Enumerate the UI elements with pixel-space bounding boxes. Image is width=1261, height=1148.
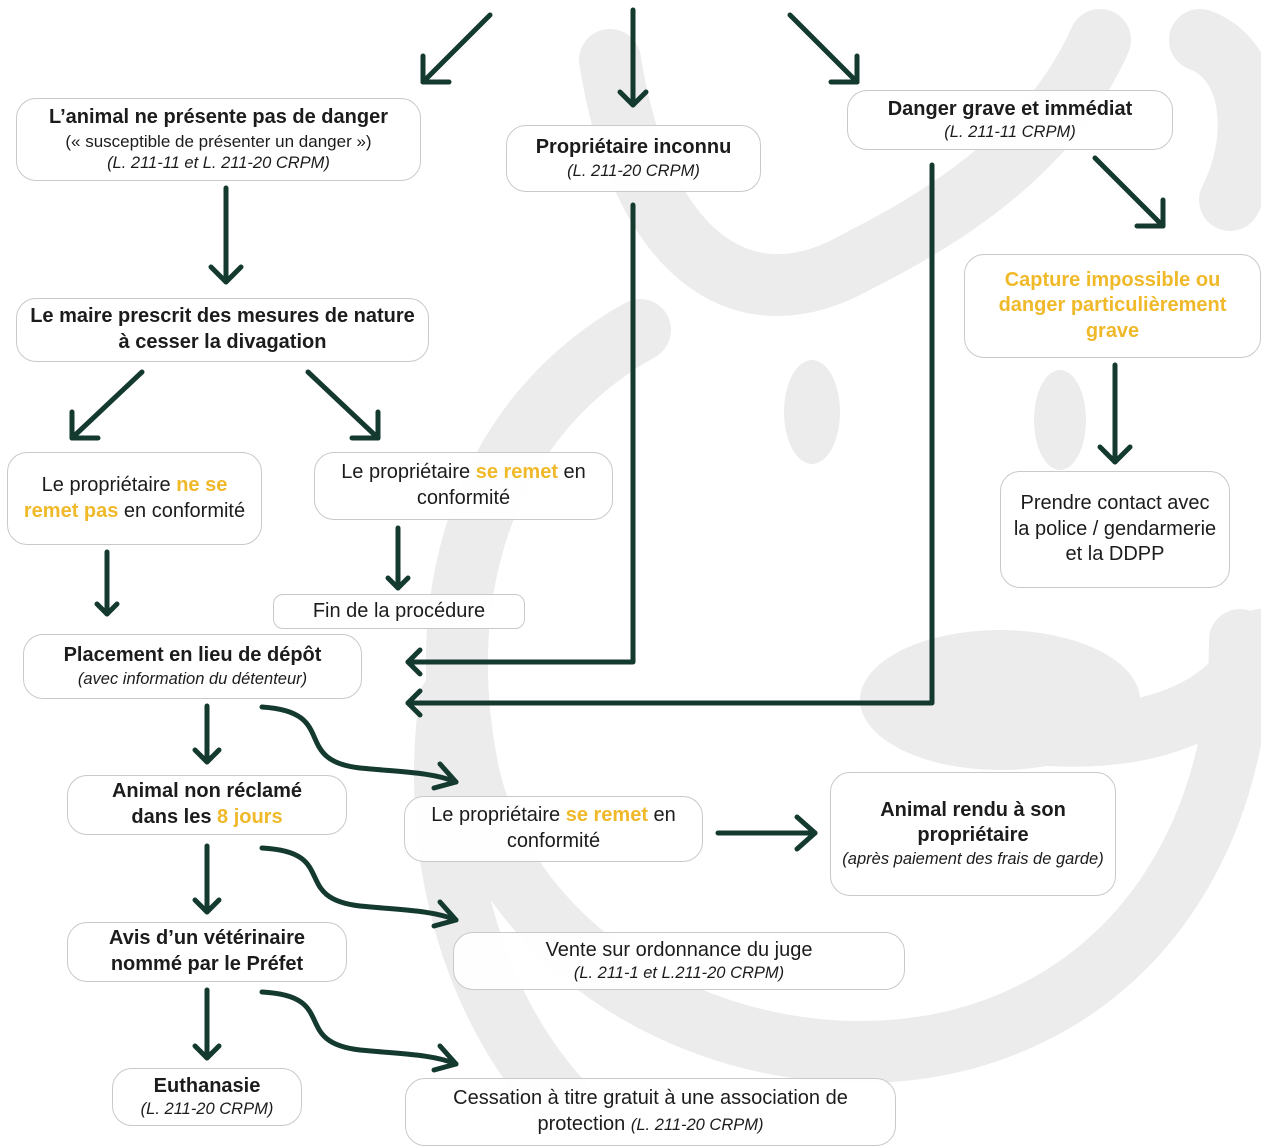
end-procedure-box: Fin de la procédure bbox=[273, 594, 525, 629]
contact-police-box: Prendre contact avec la police / gendarm… bbox=[1000, 471, 1230, 588]
grave-danger-title: Danger grave et immédiat bbox=[887, 97, 1133, 120]
vet-opinion-box: Avis d’un vétérinaire nommé par le Préfe… bbox=[67, 922, 347, 982]
owner-unknown-ref: (L. 211-20 CRPM) bbox=[567, 161, 700, 180]
euthanasia-box: Euthanasie (L. 211-20 CRPM) bbox=[112, 1068, 302, 1126]
owner-comply-box: Le propriétaire se remet en conformité bbox=[314, 452, 613, 520]
animal-returned-ref: (après paiement des frais de garde) bbox=[842, 850, 1104, 869]
owner-unknown-box: Propriétaire inconnu (L. 211-20 CRPM) bbox=[506, 125, 761, 192]
capture-impossible-title: Capture impossible ou danger particulièr… bbox=[998, 268, 1227, 342]
cession-text: Cessation à titre gratuit à une associat… bbox=[416, 1086, 885, 1137]
animal-returned-title: Animal rendu à son propriétaire bbox=[880, 798, 1066, 847]
owner-comply-pre: Le propriétaire bbox=[341, 461, 476, 484]
animal-returned-box: Animal rendu à son propriétaire (après p… bbox=[830, 772, 1116, 896]
no-danger-title: L’animal ne présente pas de danger bbox=[48, 106, 388, 129]
sale-ref: (L. 211-1 et L.211-20 CRPM) bbox=[573, 964, 785, 983]
cession-main: Cessation à titre gratuit à une associat… bbox=[453, 1087, 848, 1135]
owner-comply-highlight: se remet bbox=[475, 461, 558, 484]
cession-ref: (L. 211-20 CRPM) bbox=[630, 1116, 764, 1134]
placement-ref: (avec information du détenteur) bbox=[77, 669, 308, 688]
owner-not-comply-text: Le propriétaire ne se remet pas en confo… bbox=[18, 473, 251, 524]
owner-comply-2-highlight: se remet bbox=[565, 804, 648, 827]
no-danger-box: L’animal ne présente pas de danger (« su… bbox=[16, 98, 421, 181]
owner-comply-2-box: Le propriétaire se remet en conformité bbox=[404, 796, 703, 862]
grave-danger-box: Danger grave et immédiat (L. 211-11 CRPM… bbox=[847, 90, 1173, 150]
owner-comply-text: Le propriétaire se remet en conformité bbox=[325, 460, 602, 511]
euthanasia-title: Euthanasie bbox=[153, 1074, 261, 1097]
owner-not-comply-highlight: ne se remet pas bbox=[23, 473, 228, 522]
sale-box: Vente sur ordonnance du juge (L. 211-1 e… bbox=[453, 932, 905, 990]
unclaimed-mid: dans les bbox=[131, 806, 218, 828]
owner-comply-2-text: Le propriétaire se remet en conformité bbox=[415, 803, 692, 854]
cession-box: Cessation à titre gratuit à une associat… bbox=[405, 1078, 896, 1146]
sale-text: Vente sur ordonnance du juge bbox=[545, 938, 813, 961]
vet-opinion-title: Avis d’un vétérinaire nommé par le Préfe… bbox=[109, 927, 305, 975]
owner-not-comply-box: Le propriétaire ne se remet pas en confo… bbox=[7, 452, 262, 545]
unclaimed-box: Animal non réclamé dans les 8 jours bbox=[67, 775, 347, 835]
unclaimed-line2: dans les 8 jours bbox=[131, 805, 282, 831]
owner-not-comply-post: en conformité bbox=[118, 499, 246, 522]
owner-unknown-title: Propriétaire inconnu bbox=[535, 136, 732, 159]
placement-box: Placement en lieu de dépôt (avec informa… bbox=[23, 634, 362, 699]
contact-police-text: Prendre contact avec la police / gendarm… bbox=[1013, 492, 1217, 566]
mayor-measures-box: Le maire prescrit des mesures de nature … bbox=[16, 298, 429, 362]
unclaimed-line1: Animal non réclamé bbox=[111, 780, 303, 803]
owner-comply-post: en conformité bbox=[416, 461, 586, 509]
euthanasia-ref: (L. 211-20 CRPM) bbox=[140, 1100, 274, 1119]
no-danger-subtitle: (« susceptible de présenter un danger ») bbox=[65, 131, 372, 151]
owner-not-comply-pre: Le propriétaire bbox=[41, 473, 177, 496]
owner-comply-2-post: en conformité bbox=[506, 804, 676, 852]
capture-impossible-box: Capture impossible ou danger particulièr… bbox=[964, 254, 1261, 358]
no-danger-ref: (L. 211-11 et L. 211-20 CRPM) bbox=[107, 153, 330, 172]
unclaimed-highlight: 8 jours bbox=[217, 806, 283, 828]
placement-title: Placement en lieu de dépôt bbox=[63, 644, 322, 667]
owner-comply-2-pre: Le propriétaire bbox=[431, 804, 566, 827]
mayor-measures-title: Le maire prescrit des mesures de nature … bbox=[30, 305, 415, 353]
grave-danger-ref: (L. 211-11 CRPM) bbox=[944, 123, 1076, 142]
end-procedure-text: Fin de la procédure bbox=[312, 599, 486, 622]
